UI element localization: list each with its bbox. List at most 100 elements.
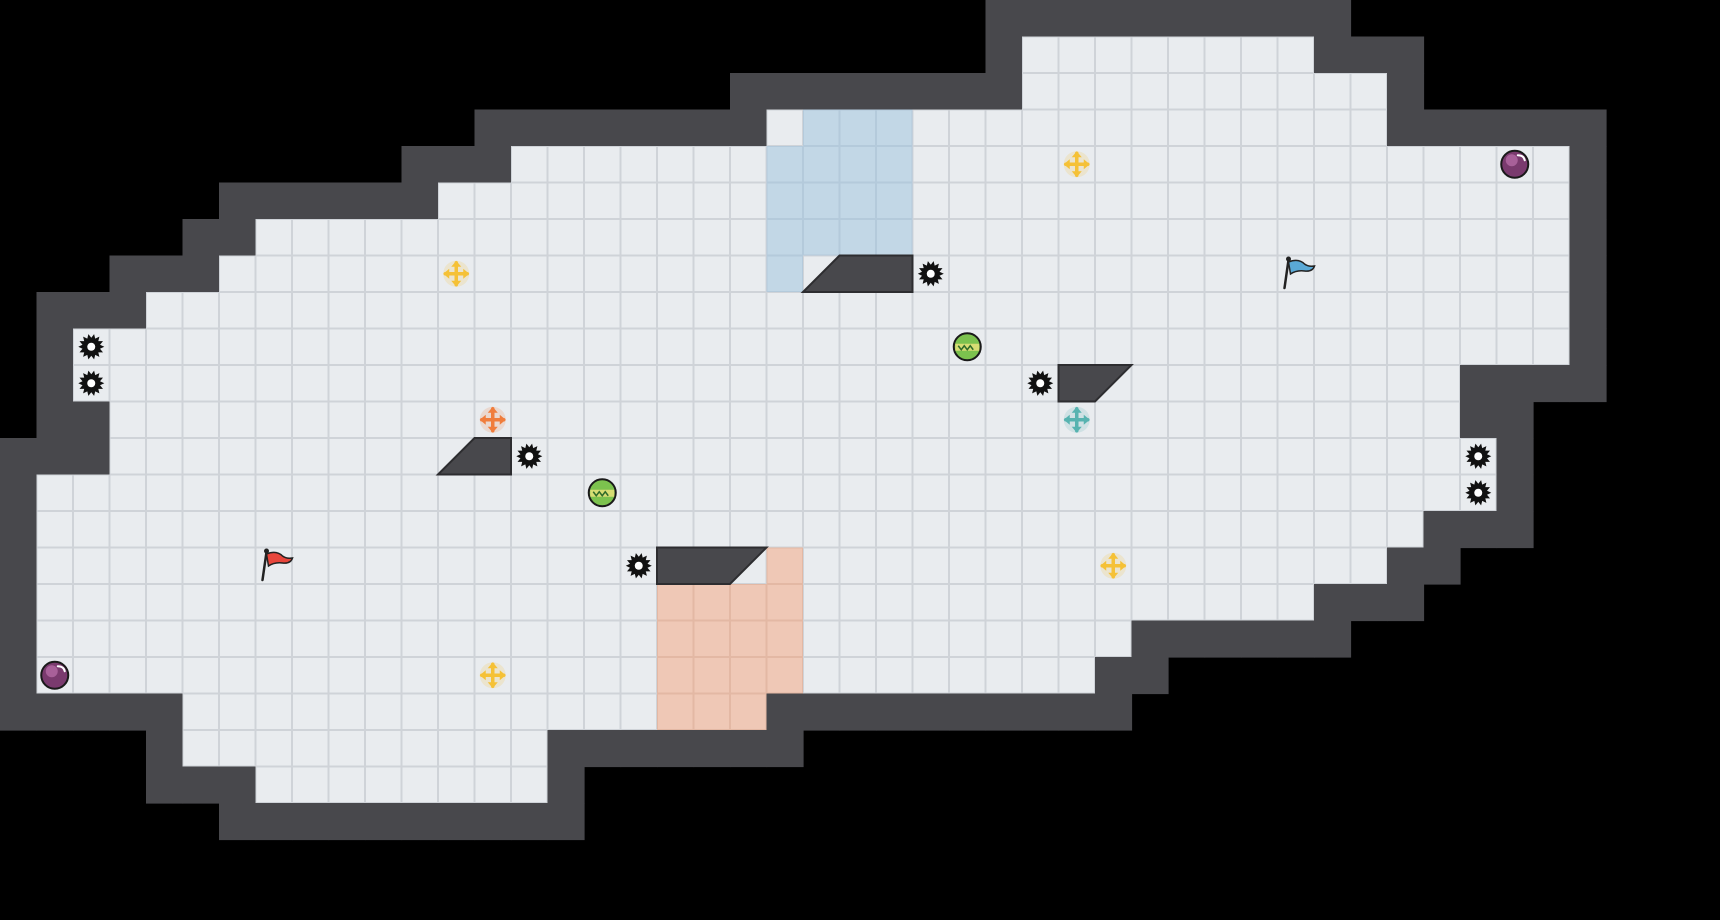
floor-tile: [1387, 255, 1424, 292]
bomb-icon[interactable]: [952, 332, 982, 362]
floor-tile: [365, 292, 402, 329]
wall-tile: [1350, 36, 1388, 74]
inner-wall: [1057, 364, 1134, 403]
floor-tile: [511, 474, 548, 511]
floor-tile: [657, 219, 694, 256]
wall-tile: [1241, 620, 1279, 658]
powerup-orange-icon[interactable]: [479, 406, 506, 433]
spike-icon: [917, 261, 944, 287]
floor-tile: [657, 511, 694, 548]
floor-tile: [1423, 474, 1460, 511]
powerup-arrow: [1071, 406, 1082, 413]
floor-tile: [1241, 511, 1278, 548]
wall-tile: [474, 109, 512, 147]
powerup-arrow: [1071, 426, 1082, 433]
floor-tile: [693, 365, 730, 402]
floor-tile: [328, 620, 365, 657]
red-flag-icon[interactable]: [261, 548, 294, 582]
spike-center: [87, 342, 96, 351]
floor-tile: [1350, 328, 1387, 365]
floor-tile: [693, 328, 730, 365]
floor-tile: [109, 511, 146, 548]
floor-tile: [1095, 620, 1132, 657]
floor-tile: [1095, 328, 1132, 365]
floor-tile: [219, 328, 256, 365]
floor-tile: [438, 328, 475, 365]
powerup-arrow: [1071, 151, 1082, 158]
powerup-teal-icon[interactable]: [1063, 406, 1090, 433]
red-zone-tile: [693, 693, 730, 730]
floor-tile: [474, 693, 511, 730]
spike-icon: [78, 370, 105, 396]
wall-tile: [1569, 109, 1607, 147]
floor-tile: [1022, 657, 1059, 694]
portal-icon[interactable]: [1500, 149, 1530, 179]
floor-tile: [255, 584, 292, 621]
spike-icon: [78, 334, 105, 360]
floor-tile: [1204, 292, 1241, 329]
red-zone-tile: [657, 584, 694, 621]
wall-tile: [1533, 109, 1571, 147]
floor-tile: [474, 584, 511, 621]
flag-knob: [1286, 256, 1291, 262]
floor-tile: [1387, 438, 1424, 475]
wall-tile: [365, 182, 403, 220]
floor-tile: [1277, 328, 1314, 365]
floor-tile: [839, 547, 876, 584]
wall-tile: [73, 438, 111, 476]
floor-tile: [73, 511, 110, 548]
floor-tile: [109, 474, 146, 511]
powerup-arrow: [451, 280, 462, 287]
powerup-arrow: [451, 260, 462, 267]
floor-tile: [1204, 584, 1241, 621]
floor-tile: [766, 474, 803, 511]
floor-tile: [693, 401, 730, 438]
portal-icon[interactable]: [40, 660, 70, 690]
floor-tile: [328, 511, 365, 548]
floor-tile: [146, 474, 183, 511]
flag-pole: [261, 550, 268, 582]
floor-tile: [1241, 255, 1278, 292]
floor-tile: [1022, 182, 1059, 219]
wall-tile: [766, 730, 804, 768]
floor-tile: [1058, 109, 1095, 146]
floor-tile: [146, 292, 183, 329]
wall-tile: [401, 182, 439, 220]
wall-tile: [511, 803, 549, 841]
floor-tile: [547, 511, 584, 548]
powerup-yellow-icon[interactable]: [1063, 151, 1090, 178]
floor-tile: [912, 365, 949, 402]
floor-tile: [547, 401, 584, 438]
floor-tile: [1022, 584, 1059, 621]
floor-tile: [949, 255, 986, 292]
wall-tile: [1496, 109, 1534, 147]
floor-tile: [438, 511, 475, 548]
wall-tile: [803, 73, 841, 111]
bomb-icon[interactable]: [587, 478, 617, 508]
powerup-yellow-icon[interactable]: [479, 662, 506, 689]
floor-tile: [1095, 511, 1132, 548]
blue-zone-tile: [876, 109, 913, 146]
floor-tile: [1387, 146, 1424, 183]
wall-tile: [146, 766, 184, 804]
floor-tile: [1058, 219, 1095, 256]
floor-tile: [1022, 146, 1059, 183]
inner-wall: [800, 254, 914, 293]
floor-tile: [511, 766, 548, 803]
floor-tile: [1241, 365, 1278, 402]
blue-flag-icon[interactable]: [1283, 256, 1316, 290]
floor-tile: [949, 547, 986, 584]
wall-tile: [1569, 292, 1607, 330]
bomb-band: [955, 343, 980, 351]
floor-tile: [839, 401, 876, 438]
floor-tile: [876, 547, 913, 584]
floor-tile: [1168, 365, 1205, 402]
powerup-yellow-icon[interactable]: [443, 260, 470, 287]
powerup-yellow-icon[interactable]: [1100, 552, 1127, 579]
floor-tile: [292, 474, 329, 511]
floor-tile: [511, 511, 548, 548]
floor-tile: [511, 693, 548, 730]
floor-tile: [985, 146, 1022, 183]
floor-tile: [73, 657, 110, 694]
